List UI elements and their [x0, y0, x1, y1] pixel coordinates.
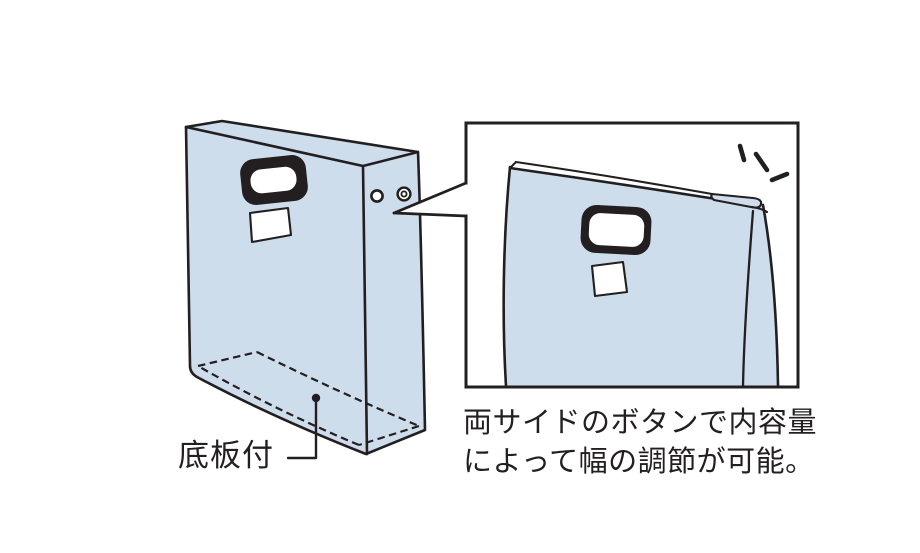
bag-opening-front-edge [184, 125, 365, 168]
bottom-board-label: 底板付 [178, 438, 274, 474]
detail-bag-illustration [502, 160, 780, 388]
detail-bag-top-fold-edge [514, 160, 714, 196]
detail-callout [392, 121, 800, 389]
detail-bag-left-edge [502, 165, 512, 388]
bag-front-side-crease [361, 164, 369, 456]
bag-name-label [248, 206, 293, 244]
leader-dot-icon [311, 393, 321, 403]
callout-wedge-upper-line [392, 181, 468, 215]
detail-caption-line-2: によって幅の調節が可能。 [463, 444, 815, 478]
detail-bag-top-front-edge [508, 166, 718, 201]
emphasis-marks-icon [737, 143, 790, 183]
bag-illustration [184, 119, 427, 460]
detail-bag-right-outer-edge [761, 203, 780, 388]
detail-bag-fold-corner [508, 160, 518, 170]
bottom-board-dashed-outline [197, 350, 420, 447]
detail-bag-side-crease [741, 209, 755, 388]
handle-window [250, 166, 297, 194]
detail-box-border [464, 121, 800, 389]
bag-handle-cutout [240, 155, 308, 205]
callout-wedge-icon [392, 181, 468, 218]
detail-name-label [590, 260, 629, 298]
callout-wedge-lower-line [392, 211, 468, 218]
detail-caption-line-1: 両サイドのボタンで内容量 [463, 405, 818, 439]
leader-line [286, 393, 321, 460]
snap-buttons-icon [370, 186, 412, 203]
detail-handle-window [588, 213, 645, 247]
detail-bag-roll-fold-line [750, 205, 769, 214]
bag-side-top-edge [361, 150, 420, 168]
detail-caption: 両サイドのボタンで内容量 によって幅の調節が可能。 [463, 403, 817, 481]
snap-button-right-inner [400, 190, 408, 198]
detail-bag-body [503, 167, 778, 386]
snap-button-left [370, 189, 384, 203]
detail-handle-cutout [580, 204, 652, 256]
